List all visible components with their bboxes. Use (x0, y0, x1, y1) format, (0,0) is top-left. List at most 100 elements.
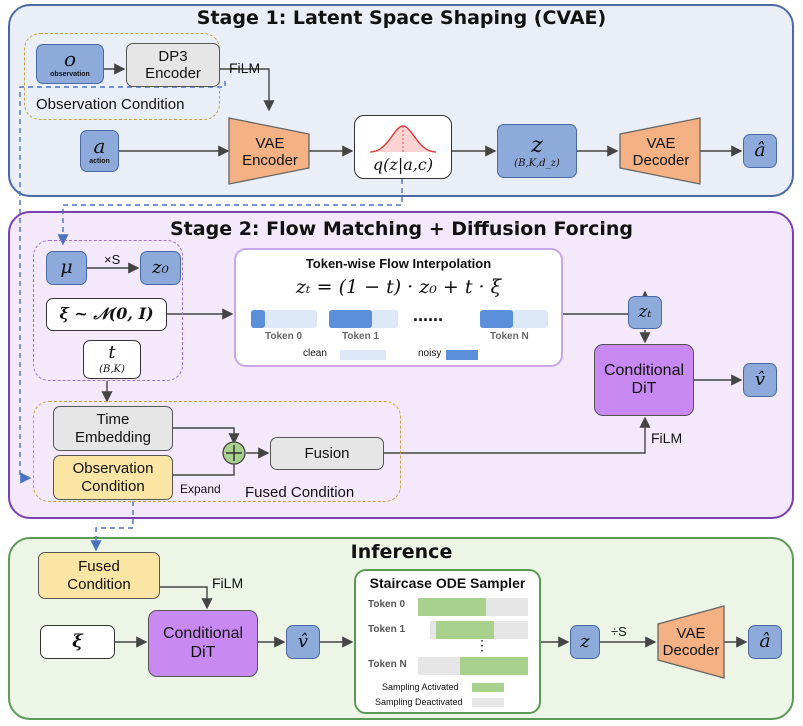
legend-deactivated-label: Sampling Deactivated (375, 697, 463, 707)
observation-condition-label: Observation Condition (36, 96, 185, 113)
sampler-row-0-active (418, 598, 486, 616)
vae-decoder-text: VAE Decoder (632, 134, 690, 169)
sampler-vdots: ⋮ (475, 637, 489, 653)
inference-vae-decoder-label: VAE Decoder (660, 617, 722, 667)
t-symbol: t (108, 342, 116, 364)
mu-box: μ (46, 251, 87, 285)
z0-box: z₀ (140, 251, 181, 285)
xi-distribution-box: ξ ~ 𝒩(0, I) (46, 298, 167, 331)
mu-symbol: μ (60, 256, 73, 279)
fused-condition-label: Fused Condition (245, 484, 355, 501)
action-symbol: a (93, 134, 106, 159)
fusion-label: Fusion (304, 444, 350, 462)
legend-deactivated-swatch (472, 698, 504, 707)
times-s-label: ×S (104, 252, 121, 267)
observation-subscript: observation (50, 71, 90, 79)
zt-symbol: zₜ (638, 301, 652, 322)
legend-activated-swatch (472, 683, 504, 692)
inference-v-hat-box: v̂ (286, 625, 320, 659)
stage1-output-symbol: â (754, 139, 766, 162)
stage2-observation-condition-label: Observation Condition (72, 460, 154, 495)
inference-fused-condition-label: Fused Condition (67, 558, 131, 593)
stage1-output-box: â (743, 134, 777, 168)
vae-encoder-shape (228, 117, 310, 185)
inference-output-box: â (748, 625, 782, 659)
stage2-title: Stage 2: Flow Matching + Diffusion Forci… (170, 218, 633, 240)
interpolation-title: Token-wise Flow Interpolation (305, 256, 492, 271)
sampler-token-n-label: Token N (368, 659, 407, 670)
legend-clean-swatch (340, 350, 386, 360)
sampler-row-n-active (460, 657, 528, 675)
inference-film-label: FiLM (212, 575, 244, 591)
stage2-conditional-dit-label: Conditional DiT (603, 361, 685, 397)
sampler-token-0-label: Token 0 (368, 599, 406, 610)
legend-clean-label: clean (303, 348, 327, 359)
z0-symbol: z₀ (152, 256, 169, 278)
token-bar-0-fill (251, 310, 265, 328)
posterior-formula: q(z|a,c) (372, 154, 434, 174)
vae-encoder-text: VAE Encoder (242, 134, 298, 169)
interpolation-panel (234, 248, 563, 367)
divide-s-label: ÷S (611, 624, 627, 639)
stage2-v-hat-symbol: v̂ (754, 368, 766, 390)
inference-conditional-dit-box: Conditional DiT (148, 610, 258, 677)
fused-condition-group (33, 401, 401, 502)
dp3-encoder-label: DP3 Encoder (145, 47, 201, 82)
legend-noisy-swatch (446, 350, 478, 360)
xi-distribution-formula: ξ ~ 𝒩(0, I) (59, 304, 154, 324)
interpolation-formula: zₜ = (1 − t) · z₀ + t · ξ (295, 276, 502, 298)
vae-decoder-shape (619, 117, 701, 185)
inference-fused-condition-box: Fused Condition (38, 552, 160, 599)
legend-activated-label: Sampling Activated (382, 682, 459, 692)
inference-z-box: z (570, 625, 600, 659)
token-1-label: Token 1 (342, 331, 380, 342)
observation-symbol: o (63, 47, 77, 72)
action-box: a action (80, 130, 119, 172)
token-ellipsis: ...... (413, 305, 444, 325)
stage2-film-label: FiLM (651, 430, 683, 446)
observation-box: o observation (36, 44, 104, 84)
token-n-label: Token N (490, 331, 529, 342)
inference-output-symbol: â (759, 630, 771, 653)
sampler-title: Staircase ODE Sampler (369, 575, 526, 591)
inference-vae-decoder-text: VAE Decoder (662, 624, 720, 659)
staircase-sampler-panel (354, 569, 541, 714)
expand-label: Expand (180, 482, 221, 496)
sampler-token-1-label: Token 1 (368, 624, 406, 635)
stage2-observation-condition-box: Observation Condition (53, 455, 173, 500)
vae-decoder-label: VAE Decoder (625, 126, 697, 178)
token-bar-n-fill (480, 310, 513, 328)
token-bar-1-fill (329, 310, 372, 328)
t-shape: (B,K) (99, 364, 125, 376)
noise-sampling-group (33, 240, 183, 381)
latent-z-shape: (B,K,d_z) (514, 157, 560, 169)
xi-symbol: ξ (72, 630, 83, 652)
stage1-film-label: FiLM (229, 60, 261, 76)
t-box: t (B,K) (83, 340, 141, 379)
inference-conditional-dit-label: Conditional DiT (162, 625, 244, 661)
sampler-row-1-active (436, 621, 494, 639)
gaussian-curve-icon (369, 124, 437, 153)
inference-v-hat-symbol: v̂ (297, 630, 309, 652)
inference-z-symbol: z (580, 630, 590, 652)
token-bar-n (480, 310, 548, 328)
fusion-box: Fusion (270, 437, 384, 470)
posterior-box: q(z|a,c) (354, 115, 452, 179)
stage2-v-hat-box: v̂ (743, 363, 777, 397)
zt-box: zₜ (628, 296, 662, 329)
vae-encoder-label: VAE Encoder (234, 126, 306, 178)
xi-box: ξ (40, 625, 115, 659)
latent-z-symbol: z (531, 132, 543, 158)
stage1-title: Stage 1: Latent Space Shaping (CVAE) (196, 7, 607, 29)
token-bar-0 (251, 310, 317, 328)
inference-vae-decoder-shape (657, 605, 725, 679)
dp3-encoder-box: DP3 Encoder (126, 43, 220, 87)
stage2-conditional-dit-box: Conditional DiT (594, 344, 694, 416)
latent-z-box: z (B,K,d_z) (497, 124, 577, 178)
inference-title: Inference (350, 541, 453, 563)
action-subscript: action (89, 158, 110, 166)
token-0-label: Token 0 (265, 331, 303, 342)
time-embedding-box: Time Embedding (53, 406, 173, 451)
token-bar-1 (329, 310, 398, 328)
